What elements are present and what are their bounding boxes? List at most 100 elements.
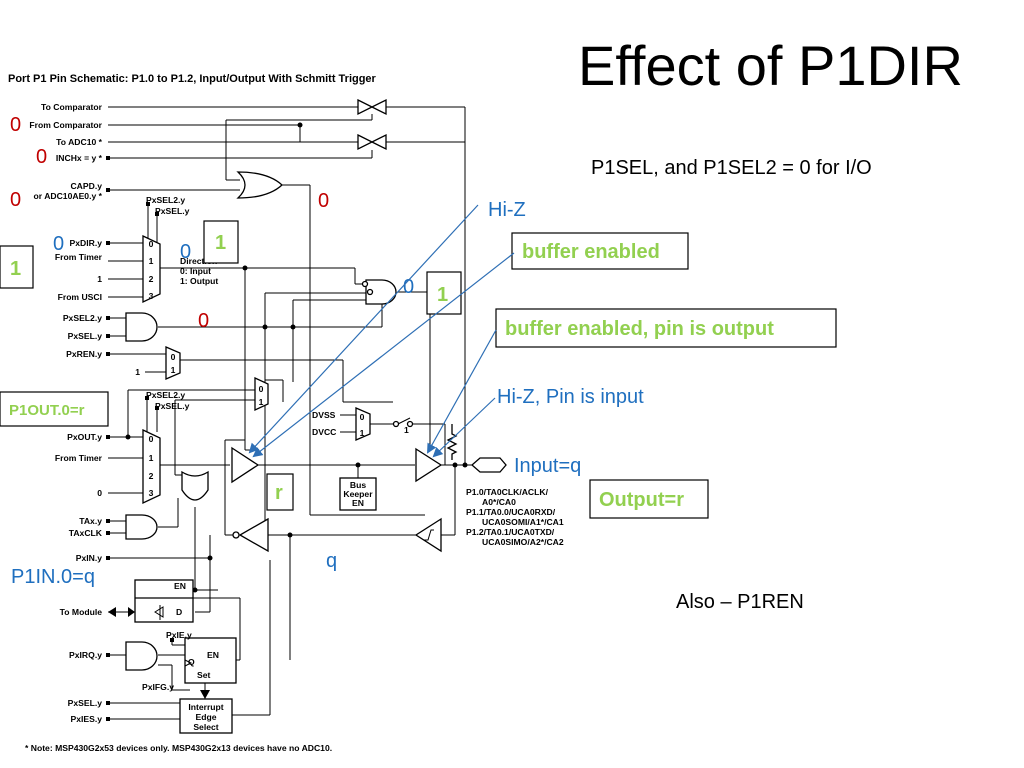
pin-name: A0*/CA0 [482,497,516,507]
label-pxsel2-top: PxSEL2.y [146,195,185,205]
interrupt-flag [184,637,237,684]
and-gate-irq [125,641,158,671]
buffer-enabled-output-label: buffer enabled, pin is output [505,318,774,340]
also-note: Also – P1REN [676,591,804,613]
label-interrupt: Interrupt [188,702,223,712]
green-one-left: 1 [10,258,21,280]
arrow-hiz [248,204,479,454]
label-keeper-en: EN [352,498,364,508]
flag-clock-mark [184,659,193,667]
edge-select-box [179,698,233,734]
red-zero-and-sel: 0 [198,310,209,332]
label-pxsel-bottom: PxSEL.y [68,698,103,708]
mux-label: 1 [149,256,154,266]
ren-mux [165,346,181,380]
mux-label: 3 [149,488,154,498]
label-pxren: PxREN.y [66,349,102,359]
label-to-adc10: To ADC10 * [56,137,102,147]
label-inchx: INCHx = y * [56,153,103,163]
pull-select-mux [355,407,371,441]
hiz-input-label: Hi-Z, Pin is input [497,386,644,408]
mux-label: 0 [149,434,154,444]
label-select: Select [193,722,218,732]
output-select-mux [254,376,269,412]
pin-name: P1.1/TA0.0/UCA0RXD/ [466,507,556,517]
label-taxclk: TAxCLK [69,528,103,538]
label-one-2: 1 [135,367,140,377]
label-pxin: PxIN.y [76,553,102,563]
mux-label: 0 [360,412,365,422]
red-zero-inchx: 0 [36,146,47,168]
and-gate-sel [125,312,158,342]
buffer-enabled-label: buffer enabled [522,241,660,263]
label-pxsel-top: PxSEL.y [155,206,190,216]
p1out-label: P1OUT.0=r [9,402,85,419]
schematic-title: Port P1 Pin Schematic: P1.0 to P1.2, Inp… [8,73,377,85]
mux-label: 1 [259,397,264,407]
label-direction-output: 1: Output [180,276,218,286]
p1out-box [0,391,109,427]
label-dvss: DVSS [312,410,336,420]
green-r: r [275,482,283,504]
schematic-wires [108,106,480,720]
label-dvcc: DVCC [312,427,336,437]
arrow-buffer-enabled [252,252,515,458]
adc-switch [357,133,387,151]
green-one-mux: 1 [215,232,226,254]
label-flag-set: Set [197,670,211,680]
input-buffer [238,517,269,553]
arrow-buffer-output [427,329,497,454]
arrow-hiz-input [432,397,496,458]
and-gate-timer [125,514,158,540]
label-zero: 0 [97,488,102,498]
bus-keeper-box [339,477,377,511]
red-zero-from-comparator: 0 [10,114,21,136]
label-pxsel-mid: PxSEL.y [68,331,103,341]
mux-label: 1 [149,453,154,463]
blue-zero-mux: 0 [180,241,191,263]
junction-dots [125,122,468,593]
output-mux [142,428,161,505]
blue-zero-and: 0 [403,276,414,298]
buffer-enabled-box [511,232,689,270]
pin-name: P1.2/TA0.1/UCA0TXD/ [466,527,555,537]
label-pxifg: PxIFG.y [142,682,174,692]
label-pxdir: PxDIR.y [70,238,103,248]
label-from-timer-1: From Timer [55,252,103,262]
schmitt-symbol [424,529,434,541]
pin-name: P1.0/TA0CLK/ACLK/ [466,487,549,497]
input-q-label: Input=q [514,455,581,477]
label-capd: CAPD.y [70,181,102,191]
pull-resistor [446,424,458,460]
comparator-switch [357,98,387,116]
mux-label: 1 [171,365,176,375]
mux-label: 0 [149,239,154,249]
label-to-module: To Module [60,607,103,617]
pin-name: UCA0SIMO/A2*/CA2 [482,537,564,547]
output-buffer-left [231,446,260,484]
latch-triangle [154,606,164,618]
output-r-box [589,479,709,519]
mux-label: 2 [149,274,154,284]
label-one-1: 1 [97,274,102,284]
blue-q: q [326,550,337,572]
label-bus: Bus [350,480,366,490]
label-tax: TAx.y [79,516,102,526]
direction-mux [142,234,161,304]
green-box-r [266,473,294,511]
footnote: * Note: MSP430G2x53 devices only. MSP430… [25,743,332,753]
label-pxout: PxOUT.y [67,432,102,442]
label-from-comparator: From Comparator [29,120,102,130]
label-direction: Direction [180,256,217,266]
label-keeper: Keeper [343,489,373,499]
p1in-label: P1IN.0=q [11,566,95,588]
buffer-enabled-output-box [495,308,837,348]
green-one-and: 1 [437,284,448,306]
label-pxies: PxIES.y [70,714,102,724]
slide-title: Effect of P1DIR [578,34,963,97]
mux-label: 3 [149,291,154,301]
blue-zero-pxdir: 0 [53,233,64,255]
label-latch-en: EN [174,581,186,591]
label-pxsel2-lower: PxSEL2.y [146,390,185,400]
